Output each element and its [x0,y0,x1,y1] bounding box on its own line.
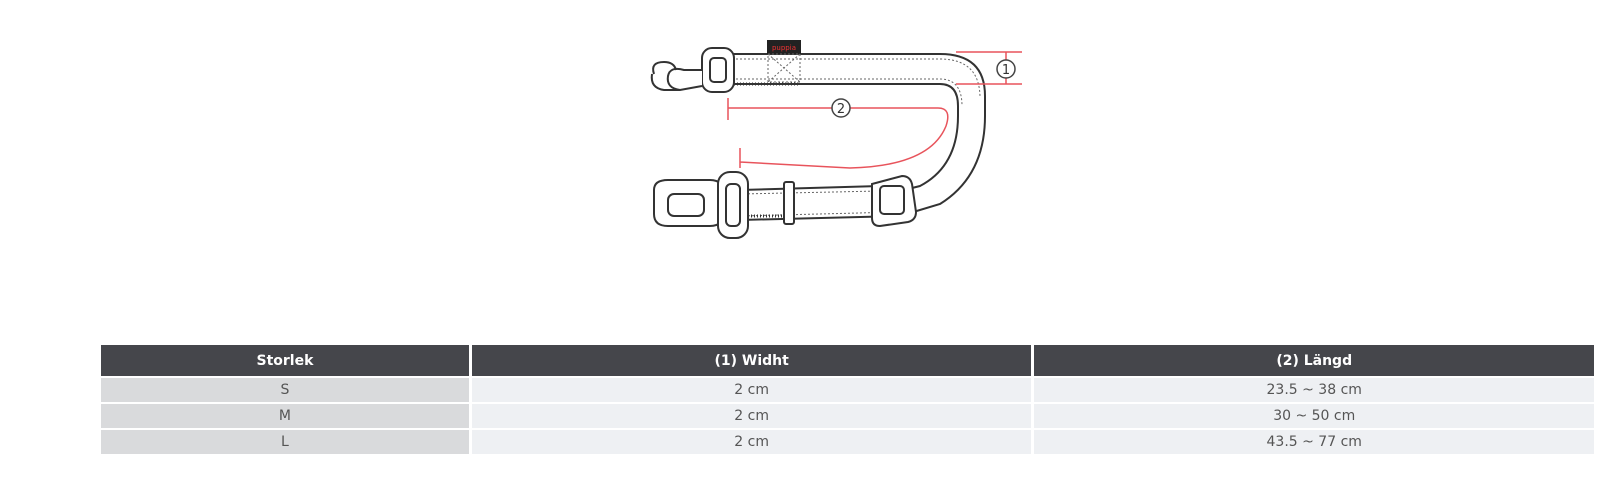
width-marker [996,59,1016,79]
length-measure-line [727,98,949,169]
length-marker [831,98,851,118]
seatbelt-buckle [653,179,725,227]
header-size: Storlek [101,345,469,376]
brand-tag-text: puppia [772,44,796,52]
header-width: (1) Widht [471,345,1032,376]
snap-clip [666,67,703,92]
cell-length: 23.5 ~ 38 cm [1034,378,1594,402]
cell-width: 2 cm [471,378,1032,402]
lower-d-ring [717,171,749,239]
cell-width: 2 cm [471,430,1032,454]
lower-strap [739,185,881,191]
table-row: L 2 cm 43.5 ~ 77 cm [101,430,1594,454]
length-marker-label: 2 [837,102,845,117]
cell-size: M [101,404,469,428]
brand-tag [767,40,801,54]
adjuster-buckle [871,174,918,228]
table-row: S 2 cm 23.5 ~ 38 cm [101,378,1594,402]
cell-width: 2 cm [471,404,1032,428]
upper-strap [728,53,986,116]
cell-size: L [101,430,469,454]
header-length: (2) Längd [1034,345,1594,376]
strap-curve [899,115,986,217]
table-header-row: Storlek (1) Widht (2) Längd [101,345,1594,376]
cell-size: S [101,378,469,402]
keeper-loop [783,181,795,225]
upper-d-ring [701,47,735,93]
table-row: M 2 cm 30 ~ 50 cm [101,404,1594,428]
width-marker-label: 1 [1002,63,1010,78]
leash-illustration: puppia 1 2 [650,40,1022,239]
cell-length: 43.5 ~ 77 cm [1034,430,1594,454]
cell-length: 30 ~ 50 cm [1034,404,1594,428]
leash-diagram: puppia 1 2 [640,26,1060,266]
size-table: Storlek (1) Widht (2) Längd S 2 cm 23.5 … [98,343,1597,456]
